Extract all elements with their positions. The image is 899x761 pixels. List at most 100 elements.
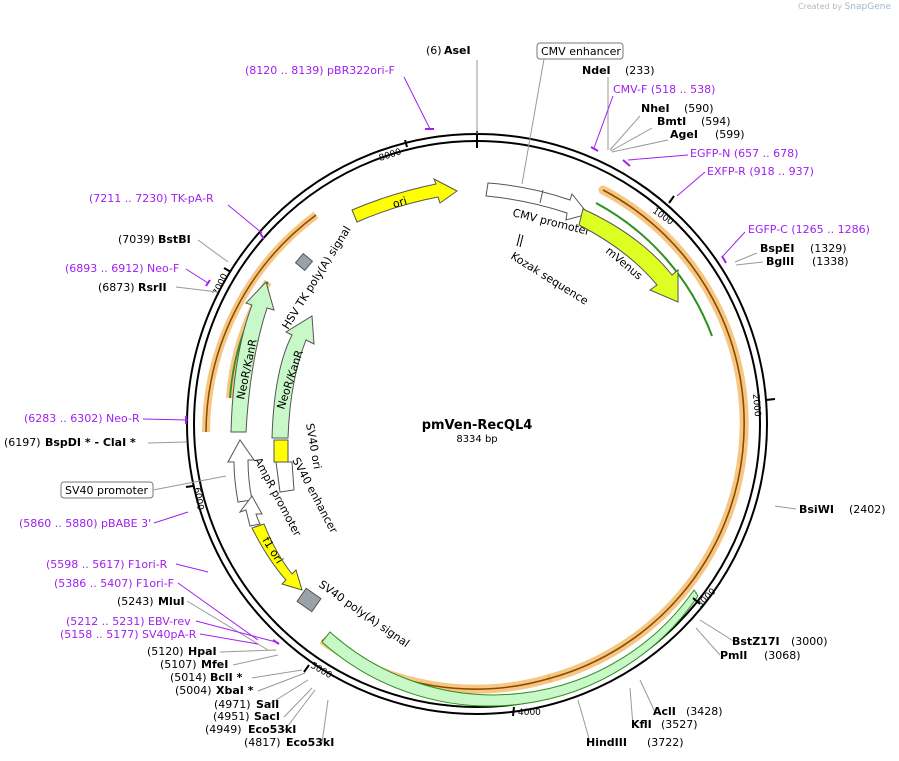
- enzyme-name: AseI: [444, 44, 471, 57]
- enzyme-pos: (4817): [244, 736, 281, 749]
- enzyme-name: BstZ17I: [732, 635, 780, 648]
- cmv-enhancer-label: CMV enhancer: [541, 45, 621, 58]
- sv40-ori-label: SV40 ori: [303, 422, 324, 470]
- tick-label-4000: 4000: [518, 708, 541, 718]
- enzyme-pos: (233): [625, 64, 655, 77]
- enzyme-name: BspEI: [760, 242, 794, 255]
- primer-label: (8120 .. 8139) pBR322ori-F: [245, 64, 395, 77]
- enzyme-pos: (5107): [160, 658, 197, 671]
- orf-arc-left-outer-line: [205, 214, 317, 433]
- enzyme-pos: (3428): [686, 705, 723, 718]
- cmv-enhancer-divider: [539, 189, 544, 204]
- enzyme-pos: (4951): [213, 710, 250, 723]
- kozak-label: Kozak sequence: [508, 250, 590, 308]
- tick-label-6000: 6000: [191, 487, 205, 512]
- f1-ori-label: f1 ori: [259, 535, 285, 566]
- primer-labels: (8120 .. 8139) pBR322ori-F CMV-F (518 ..…: [19, 64, 870, 641]
- enzyme-name: NdeI: [582, 64, 611, 77]
- tick-label-5000: 5000: [309, 661, 334, 681]
- primer-label: (5598 .. 5617) F1ori-R: [46, 558, 168, 571]
- enzyme-pos: (5243): [117, 595, 154, 608]
- enzyme-name: AgeI: [670, 128, 698, 141]
- enzyme-labels: (6) AseI NdeI (233) NheI (590) BmtI (594…: [4, 44, 886, 749]
- enzyme-pos: (599): [715, 128, 745, 141]
- enzyme-name: BstBI: [158, 233, 191, 246]
- primer-label: EGFP-N (657 .. 678): [690, 147, 798, 160]
- neor-kanr-inner-arrow: [271, 315, 315, 439]
- enzyme-name: HindIII: [586, 736, 627, 749]
- ori-feature: [351, 177, 458, 223]
- enzyme-name: SacI: [254, 710, 280, 723]
- recql4-feature: [321, 589, 699, 707]
- cmv-enhancer-box: [536, 42, 624, 60]
- mvenus-arrow: [578, 208, 679, 303]
- enzyme-pos: (4949): [205, 723, 242, 736]
- primer-label: (7211 .. 7230) TK-pA-R: [89, 192, 214, 205]
- ampr-promoter-arrow: [238, 495, 263, 527]
- sv40-promoter-leader: [152, 475, 227, 491]
- enzyme-pos: (1329): [810, 242, 847, 255]
- enzyme-name: BmtI: [657, 115, 686, 128]
- enzyme-name: HpaI: [188, 645, 217, 658]
- neor-kanr-outer-arrow: [230, 281, 275, 433]
- enzyme-name: BspDI * - ClaI *: [45, 436, 136, 449]
- primer-label: (5860 .. 5880) pBABE 3': [19, 517, 151, 530]
- sv40-promoter-arrow: [227, 439, 255, 503]
- enzyme-name: BsiWI: [799, 503, 834, 516]
- cmv-promoter-arrow: [485, 182, 589, 221]
- enzyme-name: Eco53kI: [286, 736, 334, 749]
- enzyme-name: PmlI: [720, 649, 747, 662]
- enzyme-pos: (5120): [147, 645, 184, 658]
- enzyme-name: NheI: [641, 102, 670, 115]
- plasmid-size: 8334 bp: [456, 434, 497, 445]
- enzyme-pos: (4971): [214, 698, 251, 711]
- enzyme-pos: (5004): [175, 684, 212, 697]
- enzyme-pos: (590): [684, 102, 714, 115]
- sv40-ori-box: [273, 439, 289, 463]
- enzyme-name: XbaI *: [216, 684, 254, 697]
- sv40-promoter-label: SV40 promoter: [65, 484, 149, 497]
- primer-label: EGFP-C (1265 .. 1286): [748, 223, 870, 236]
- enzyme-pos: (6197): [4, 436, 41, 449]
- enzyme-pos: (7039): [118, 233, 155, 246]
- primer-label: (6283 .. 6302) Neo-R: [24, 412, 140, 425]
- enzyme-name: Eco53kI: [248, 723, 296, 736]
- enzyme-pos: (1338): [812, 255, 849, 268]
- hsv-tk-polya-box: [294, 252, 314, 272]
- credit-brand: SnapGene: [844, 2, 891, 12]
- enzyme-pos: (6): [426, 44, 442, 57]
- primer-leaders: [142, 76, 746, 645]
- enzyme-pos: (6873): [98, 281, 135, 294]
- enzyme-pos: (594): [701, 115, 731, 128]
- enzyme-name: BglII: [766, 255, 794, 268]
- f1-ori-arrow: [251, 523, 303, 591]
- enzyme-name: BclI *: [210, 671, 243, 684]
- primer-label: (5158 .. 5177) SV40pA-R: [60, 628, 197, 641]
- enzyme-name: AclI: [653, 705, 676, 718]
- orf-arc-right-line: [550, 189, 745, 679]
- enzyme-pos: (2402): [849, 503, 886, 516]
- tick-label-7000: 7000: [212, 272, 231, 297]
- enzyme-pos: (3527): [661, 718, 698, 731]
- plasmid-name: pmVen-RecQL4: [422, 418, 533, 433]
- venus-orf-line: [595, 202, 713, 337]
- kozak-mark-1: [516, 233, 521, 247]
- ori-label: ori: [391, 194, 408, 211]
- enzyme-name: RsrII: [138, 281, 167, 294]
- primer-label: EXFP-R (918 .. 937): [707, 165, 814, 178]
- primer-label: (6893 .. 6912) Neo-F: [65, 262, 179, 275]
- enzyme-pos: (5014): [170, 671, 207, 684]
- enzyme-name: MluI: [158, 595, 185, 608]
- enzyme-leaders: [147, 60, 797, 744]
- snapgene-credit: Created by SnapGene: [798, 2, 891, 12]
- kozak-mark-2: [519, 234, 524, 248]
- tick-label-2000: 2000: [750, 393, 762, 417]
- cmv-enhancer-leader: [521, 58, 545, 185]
- sv40-polya-box: [296, 587, 322, 613]
- enzyme-pos: (3068): [764, 649, 801, 662]
- primer-label: (5212 .. 5231) EBV-rev: [66, 615, 191, 628]
- enzyme-name: KflI: [631, 718, 652, 731]
- primer-label: CMV-F (518 .. 538): [613, 83, 715, 96]
- primer-label: (5386 .. 5407) F1ori-F: [54, 577, 174, 590]
